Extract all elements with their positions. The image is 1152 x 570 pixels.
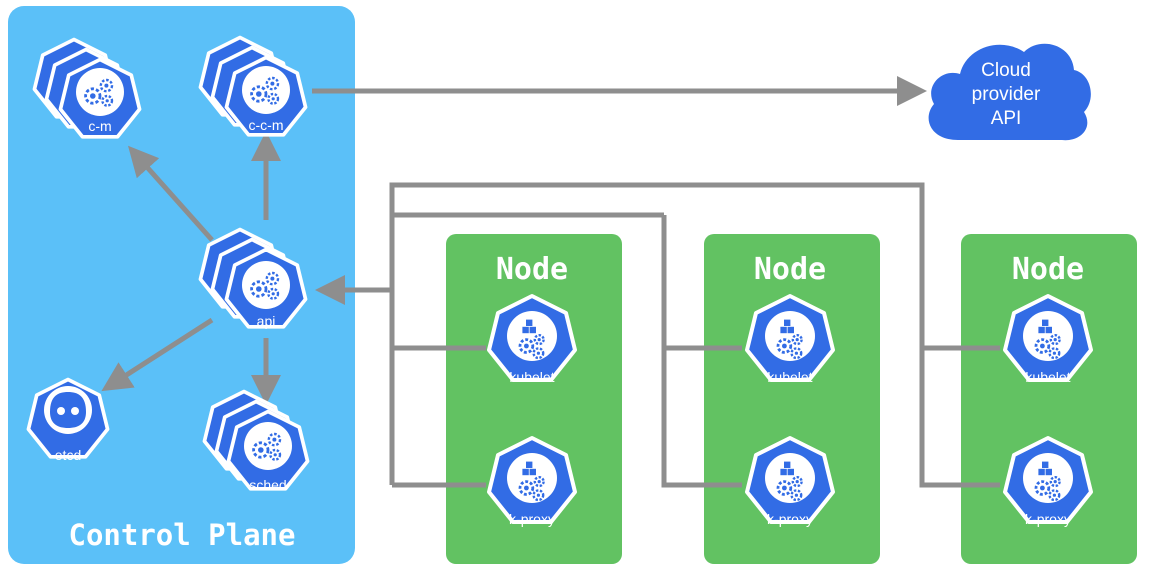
kubelet-component-2: kubelet (745, 294, 835, 385)
controller-manager-component: c-m (32, 37, 142, 139)
k-proxy-label-2: k-proxy (767, 511, 813, 527)
cloud-provider-api: Cloud provider API (928, 43, 1091, 141)
sched-label: sched (249, 477, 286, 493)
ccm-label: c-c-m (249, 117, 284, 133)
cloud-controller-manager-component: c-c-m (198, 35, 308, 137)
k-proxy-component-2: k-proxy (745, 436, 835, 527)
k-proxy-label-3: k-proxy (1025, 511, 1071, 527)
scheduler-component: sched (202, 389, 310, 493)
kubelet-label-2: kubelet (767, 369, 812, 385)
api-label: api (257, 313, 276, 329)
kubelet-component-3: kubelet (1003, 294, 1093, 385)
node-title-3: Node (1012, 252, 1084, 287)
cloud-label-line2: provider (972, 84, 1041, 105)
node-title-2: Node (754, 252, 826, 287)
etcd-label: etcd (55, 447, 81, 463)
api-server-component: api (198, 227, 308, 329)
kubelet-label-1: kubelet (509, 369, 554, 385)
control-plane-title: Control Plane (69, 518, 296, 552)
k-proxy-component-3: k-proxy (1003, 436, 1093, 527)
cloud-label-line1: Cloud (981, 60, 1031, 81)
cm-label: c-m (88, 118, 111, 134)
kubelet-label-3: kubelet (1025, 369, 1070, 385)
connector-lines (101, 76, 1000, 488)
node-title-1: Node (496, 252, 568, 287)
node-panel-3 (961, 234, 1137, 564)
k-proxy-component-1: k-proxy (487, 436, 577, 527)
etcd-component: etcd (26, 377, 110, 463)
etcd-icon (50, 392, 86, 428)
k-proxy-label-1: k-proxy (509, 511, 555, 527)
cloud-label-line3: API (991, 108, 1022, 129)
kubelet-component-1: kubelet (487, 294, 577, 385)
